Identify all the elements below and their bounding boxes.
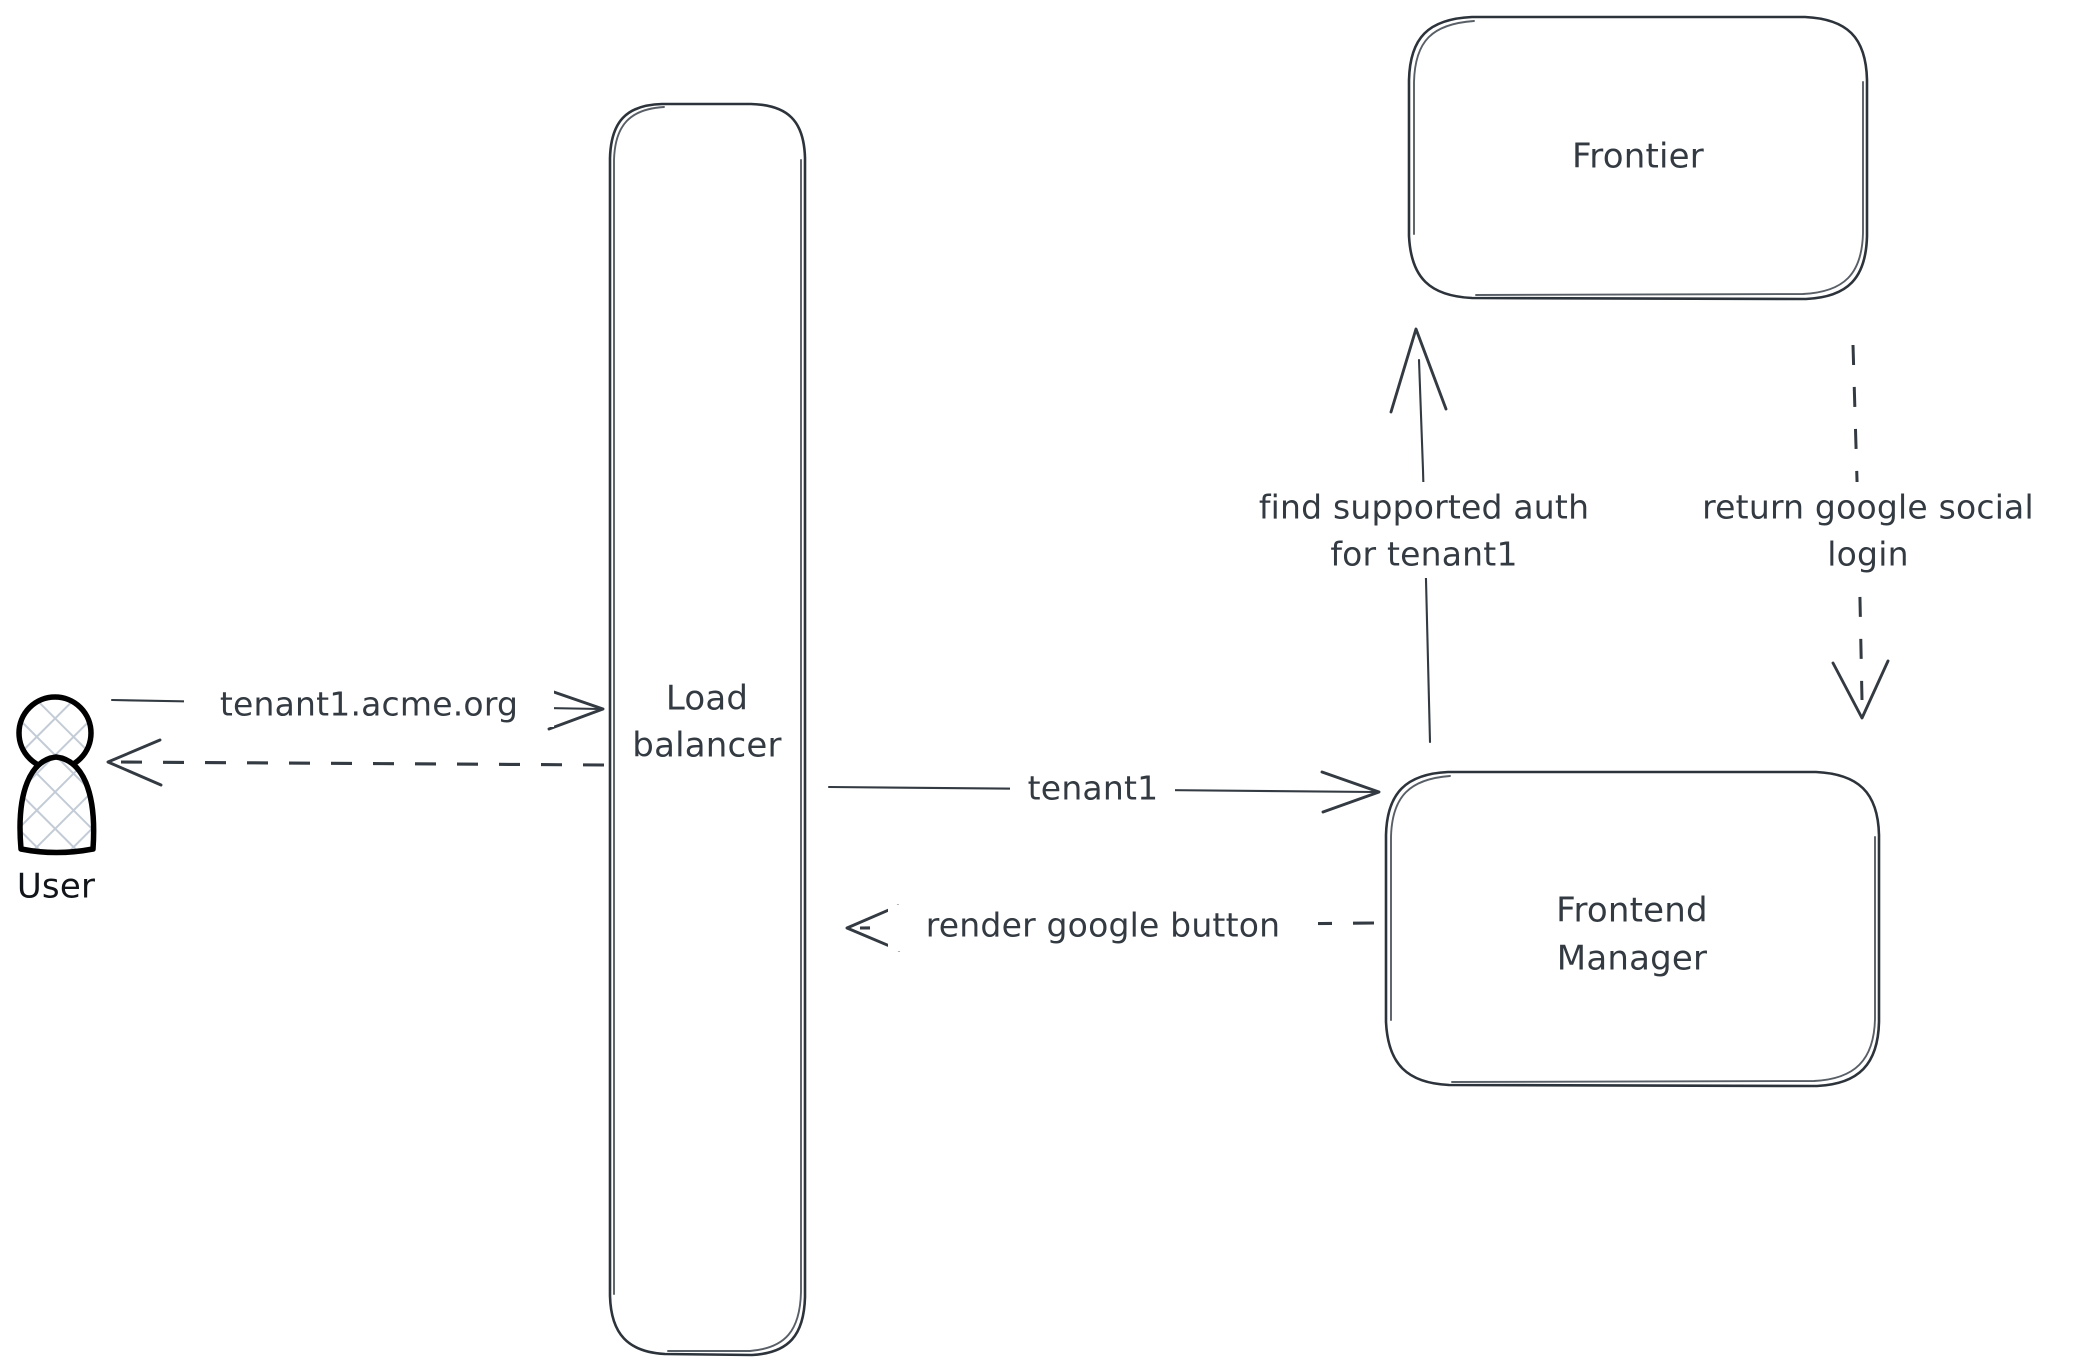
edge-user-to-load-balancer[interactable]: tenant1.acme.org (110, 683, 605, 731)
actor-user[interactable]: User (16, 694, 97, 907)
edge-label-render-google-button: render google button (926, 906, 1280, 945)
frontend-manager-label-line1: Frontend (1556, 891, 1708, 931)
edge-frontend-manager-to-load-balancer[interactable]: render google button (845, 904, 1375, 952)
edge-label-return-google-social-line1: return google social (1702, 488, 2034, 527)
node-frontend-manager[interactable]: Frontend Manager (1384, 770, 1881, 1088)
edge-frontend-manager-to-frontier[interactable]: find supported auth for tenant1 (1222, 327, 1626, 744)
edge-label-find-supported-auth-line1: find supported auth (1259, 488, 1589, 527)
node-load-balancer[interactable]: Load balancer (608, 102, 807, 1357)
node-frontier[interactable]: Frontier (1407, 15, 1869, 301)
edge-label-tenant1-acme-org: tenant1.acme.org (220, 685, 518, 724)
edge-label-return-google-social-line2: login (1827, 535, 1908, 574)
frontend-manager-label-line2: Manager (1557, 939, 1707, 979)
user-label: User (17, 867, 95, 907)
edge-load-balancer-to-frontend-manager[interactable]: tenant1 (827, 768, 1381, 814)
user-body-icon (17, 754, 97, 856)
frontier-label: Frontier (1572, 137, 1704, 177)
load-balancer-label-line1: Load (666, 679, 748, 719)
load-balancer-label-line2: balancer (632, 726, 781, 766)
edge-label-tenant1: tenant1 (1028, 769, 1159, 808)
edge-frontier-to-frontend-manager[interactable]: return google social login (1662, 344, 2072, 720)
edge-label-find-supported-auth-line2: for tenant1 (1330, 535, 1517, 574)
edge-load-balancer-to-user[interactable] (106, 738, 605, 787)
